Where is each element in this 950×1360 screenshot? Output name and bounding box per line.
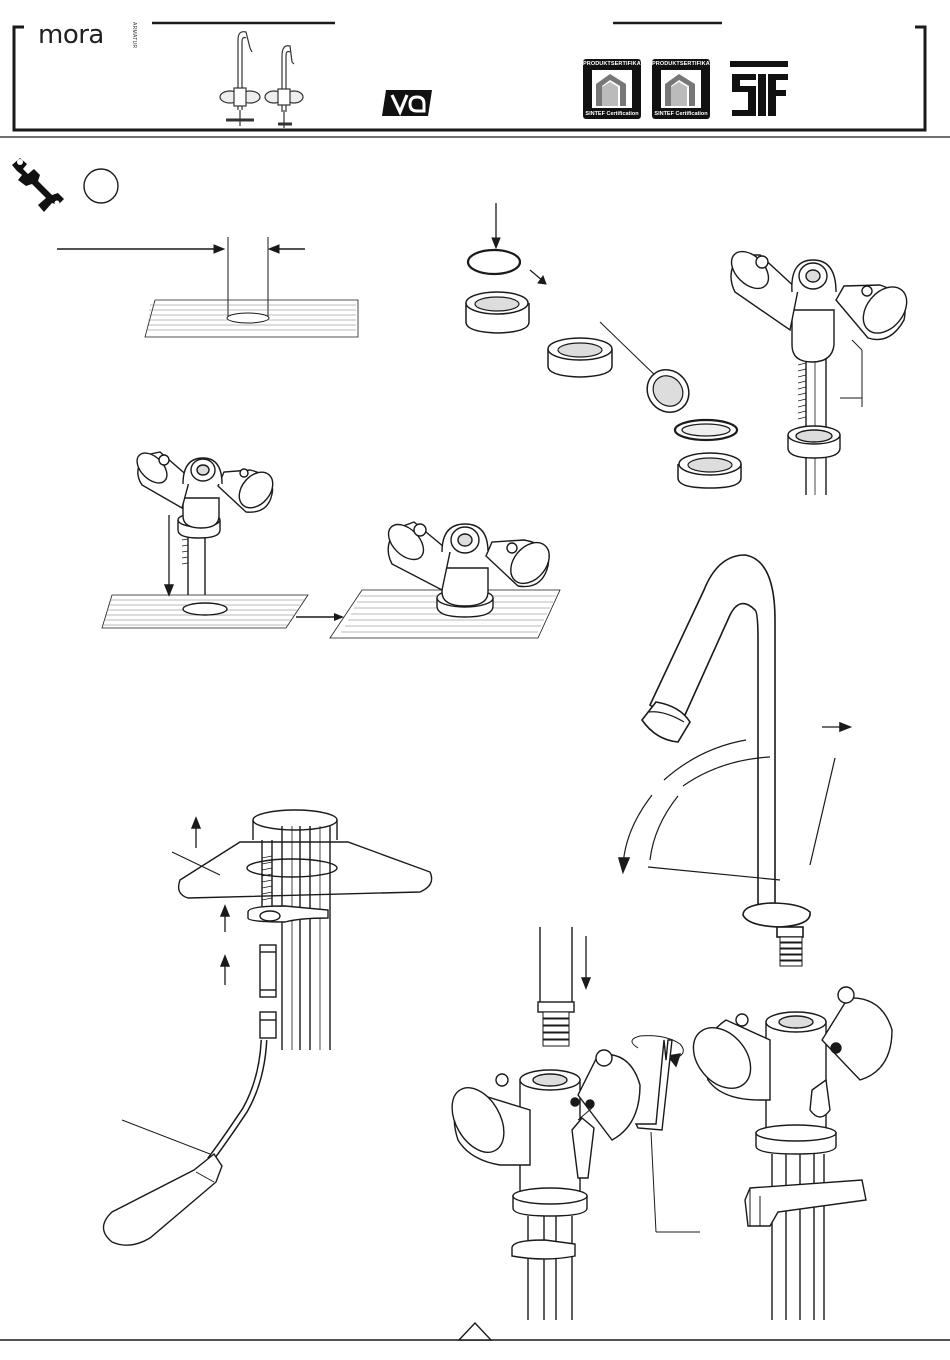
spout-swivel-figure	[619, 555, 850, 966]
sintef-certificate-badge: PRODUKTSERTIFIKAT SINTEF Certification	[583, 59, 641, 119]
page-footer	[0, 1323, 950, 1340]
arrow-right	[296, 613, 344, 621]
faucet-thumbnail-right	[265, 46, 303, 128]
seal-ring-set-figure	[466, 203, 741, 488]
certificate-issuer: SINTEF Certification	[652, 111, 710, 117]
brand-logo: mora	[38, 22, 104, 48]
spout-insertion-figure	[441, 927, 700, 1320]
circle-icon	[84, 169, 118, 203]
certificate-title: PRODUKTSERTIFIKAT	[652, 61, 710, 67]
brand-sub: ARMATUR	[131, 22, 137, 48]
house-icon	[592, 70, 632, 108]
hole-dimension-figure	[57, 237, 358, 337]
under-sink-mounting-figure	[104, 810, 432, 1245]
sintef-certificate-badge: PRODUKTSERTIFIKAT SINTEF Certification	[652, 59, 710, 119]
va-approval-mark	[382, 90, 432, 116]
certificate-title: PRODUKTSERTIFIKAT	[583, 61, 641, 67]
certificate-issuer: SINTEF Certification	[583, 111, 641, 117]
header-frame	[14, 23, 925, 130]
wrench-icon	[12, 158, 64, 212]
house-icon	[661, 70, 701, 108]
mixer-body-stud-figure	[725, 245, 916, 495]
stf-logo	[730, 61, 788, 116]
mounted-body-figure	[330, 518, 560, 638]
assembled-body-figure	[682, 987, 892, 1320]
faucet-thumbnail-left	[220, 32, 260, 126]
mount-body-figure	[102, 447, 308, 628]
